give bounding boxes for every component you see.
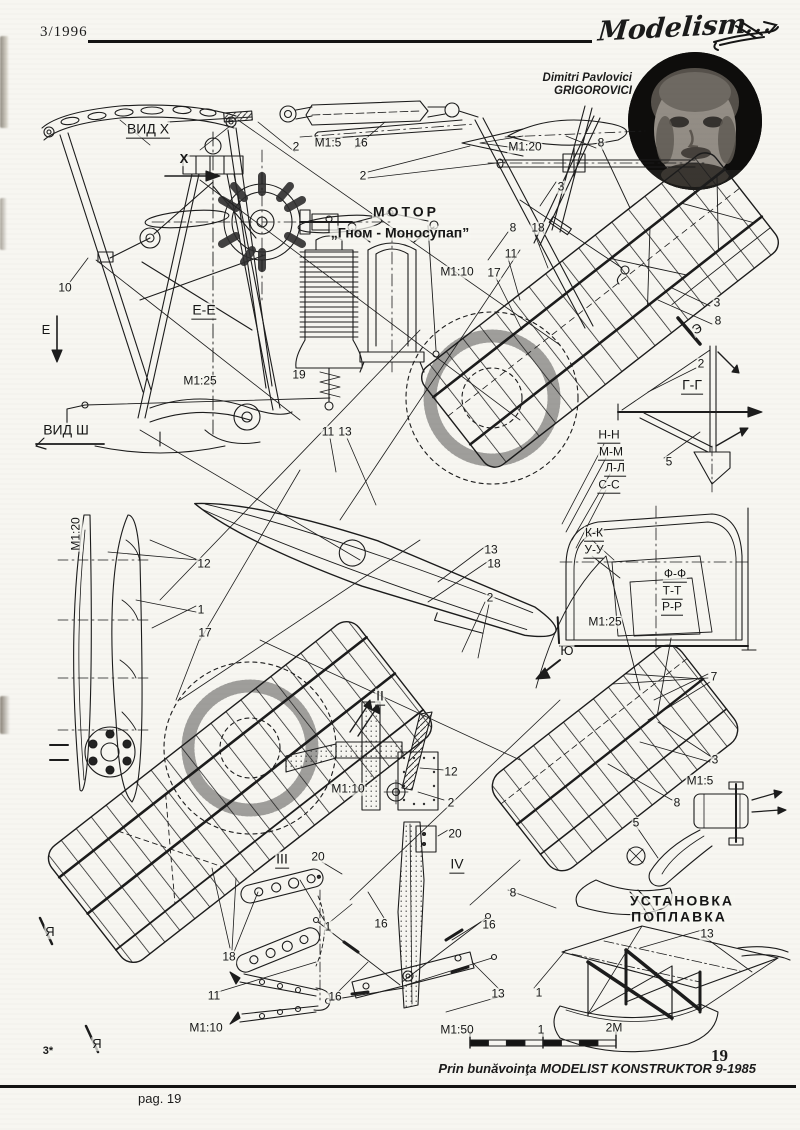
turnbuckle-detail bbox=[167, 100, 479, 126]
float-installation-diagram bbox=[553, 889, 791, 1053]
caption-line-1: Dimitri Pavlovici bbox=[542, 72, 632, 84]
caption-line-2: GRIGOROVICI bbox=[554, 85, 632, 97]
fitting-detail-M1-5 bbox=[575, 781, 787, 916]
detail-III-fittings bbox=[229, 868, 331, 1025]
hull-side-view bbox=[194, 502, 561, 645]
lower-wing-plan bbox=[47, 620, 433, 964]
page-number: 19 bbox=[711, 1046, 728, 1065]
detail-II-strut bbox=[285, 699, 439, 853]
footer-rule bbox=[0, 1085, 796, 1088]
footer-page-label: pag. 19 bbox=[138, 1091, 182, 1106]
detail-IV-control-horn bbox=[312, 821, 498, 1009]
fin-outline bbox=[535, 555, 641, 691]
scan-artifact bbox=[0, 696, 10, 734]
hull-sections-diagram bbox=[559, 443, 757, 651]
credit-line: Prin bunăvoinţa MODELIST KONSTRUKTOR 9-1… bbox=[438, 1061, 756, 1076]
upper-wing-plan bbox=[420, 152, 780, 468]
g-g-section-diagram bbox=[617, 345, 763, 493]
tailplane-frame bbox=[491, 637, 739, 872]
leader-lines bbox=[69, 121, 753, 1013]
scan-artifact bbox=[0, 36, 9, 128]
engine-pylon-front-view bbox=[41, 104, 331, 454]
scan-artifact bbox=[0, 198, 7, 250]
header-rule bbox=[88, 40, 592, 43]
plane-doodle-icon bbox=[713, 21, 779, 51]
scale-bar bbox=[469, 1031, 617, 1049]
engine-cylinder-section bbox=[347, 209, 440, 373]
propeller-blade-views bbox=[49, 514, 151, 803]
issue-number: 3/1996 bbox=[40, 24, 88, 40]
photo-caption: Dimitri Pavlovici GRIGOROVICI bbox=[496, 72, 632, 98]
